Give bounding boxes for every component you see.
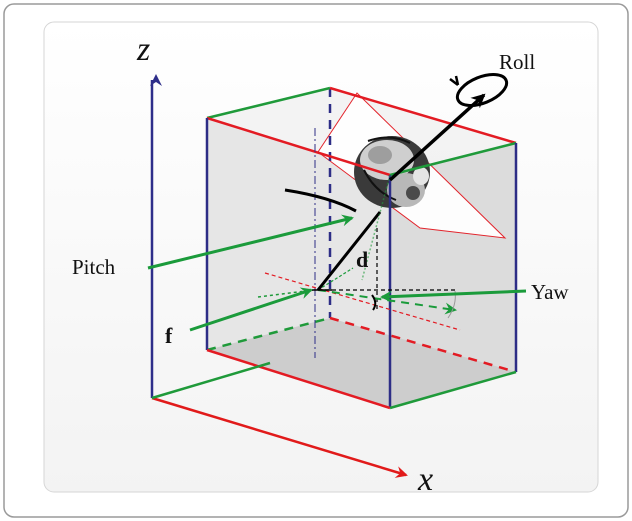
box-top-right-edge [389, 141, 517, 177]
roll-axis-arrow [388, 93, 486, 182]
red-reference-line [264, 272, 461, 331]
z-axis-label: z [136, 31, 150, 68]
pitch-arc [284, 188, 357, 213]
rotation-arrow-icon [449, 73, 509, 107]
green-dashed-direction-arrow [317, 289, 457, 315]
box-top-left-edge [206, 86, 331, 120]
x-axis-label: x [417, 461, 433, 498]
pitch-leader-arrow [147, 214, 354, 270]
d-label: d [356, 247, 368, 272]
x-axis [151, 396, 408, 478]
y-axis [151, 361, 271, 400]
box-bottom-right-edge [389, 370, 517, 410]
yaw-angle-arc [371, 294, 377, 311]
f-label: f [165, 323, 173, 348]
skull-slice-icon [354, 136, 430, 208]
box-bottom-front-edge [206, 348, 391, 410]
box-back-bottom-edge-right [329, 316, 517, 374]
yaw-label: Yaw [531, 280, 569, 304]
yaw-leader-arrow [380, 289, 527, 303]
box-top-back-edge [329, 86, 517, 145]
pitch-label: Pitch [72, 255, 116, 279]
roll-label: Roll [499, 50, 535, 74]
green-pitch-reference [317, 267, 354, 291]
box-floor [207, 318, 516, 408]
box-top-front-edge [206, 116, 391, 177]
f-leader-arrow [189, 287, 313, 332]
box-back-bottom-edge-left [206, 316, 331, 352]
plane-normal-line [316, 211, 382, 291]
